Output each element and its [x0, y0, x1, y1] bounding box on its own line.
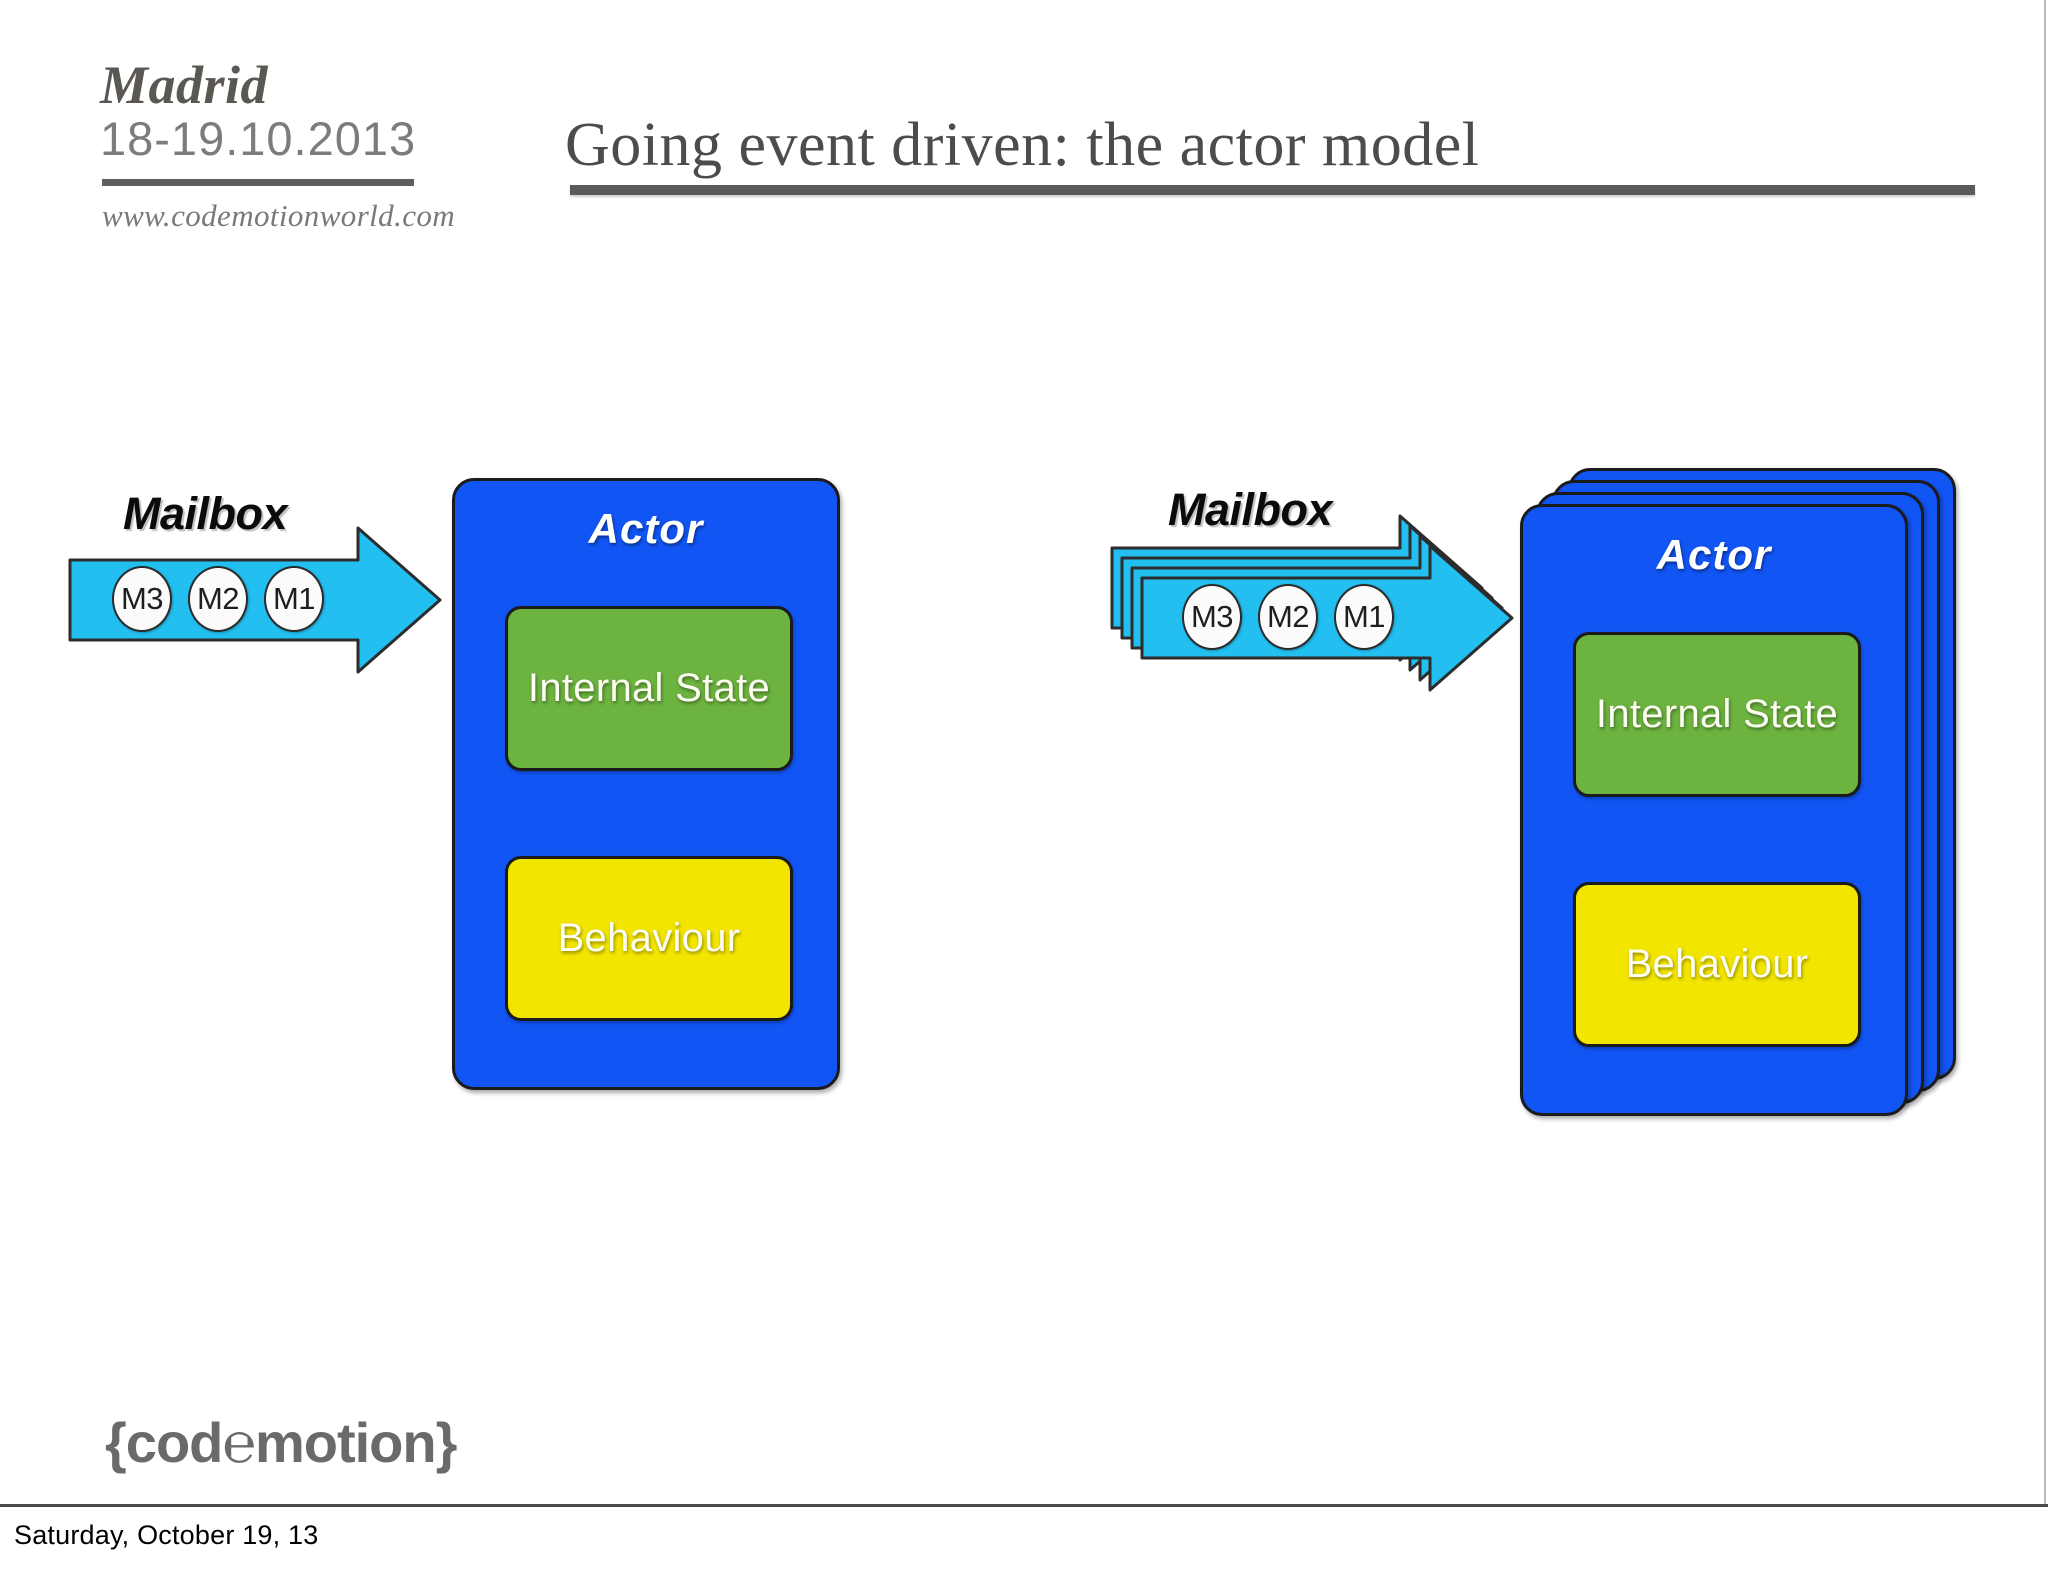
- slide-frame: [2044, 0, 2046, 1506]
- actor-card: Actor Internal State Behaviour: [452, 478, 840, 1090]
- mailbox-arrow-icon: [68, 500, 458, 700]
- title-divider: [570, 185, 1975, 195]
- actor-single: Actor Internal State Behaviour: [452, 478, 840, 1118]
- mailbox-label: Mailbox: [123, 488, 288, 539]
- event-dates-label: 18-19.10.2013: [100, 112, 417, 165]
- event-logo: Madrid 18-19.10.2013 www.codemotionworld…: [100, 58, 520, 234]
- actor-multi: Actor Internal State Behaviour: [1520, 468, 1960, 1128]
- mailbox-single: Mailbox M3 M2 M1: [68, 488, 458, 700]
- page-title: Going event driven: the actor model: [565, 111, 1480, 179]
- behaviour-box: Behaviour: [505, 856, 793, 1021]
- message-token: M3: [112, 566, 172, 632]
- message-token: M1: [1334, 584, 1394, 650]
- internal-state-box: Internal State: [1573, 632, 1861, 797]
- footer-date: Saturday, October 19, 13: [14, 1520, 319, 1550]
- message-list: M3 M2 M1: [1182, 584, 1394, 650]
- codemotion-logo: {cod℮motion}: [105, 1411, 457, 1474]
- message-token: M2: [188, 566, 248, 632]
- message-token: M2: [1258, 584, 1318, 650]
- actor-title: Actor: [1656, 531, 1772, 578]
- mailbox-label: Mailbox: [1168, 484, 1333, 535]
- event-logo-divider: [102, 178, 414, 186]
- mailbox-multi: Mailbox M3 M2 M1: [1110, 484, 1530, 730]
- internal-state-box: Internal State: [505, 606, 793, 771]
- actor-title: Actor: [588, 505, 704, 552]
- event-url-label: www.codemotionworld.com: [102, 197, 456, 233]
- behaviour-box: Behaviour: [1573, 882, 1861, 1047]
- event-city-label: Madrid: [100, 55, 269, 115]
- actor-card: Actor Internal State Behaviour: [1520, 504, 1908, 1116]
- footer-divider: [0, 1504, 2048, 1507]
- message-list: M3 M2 M1: [112, 566, 324, 632]
- message-token: M3: [1182, 584, 1242, 650]
- message-token: M1: [264, 566, 324, 632]
